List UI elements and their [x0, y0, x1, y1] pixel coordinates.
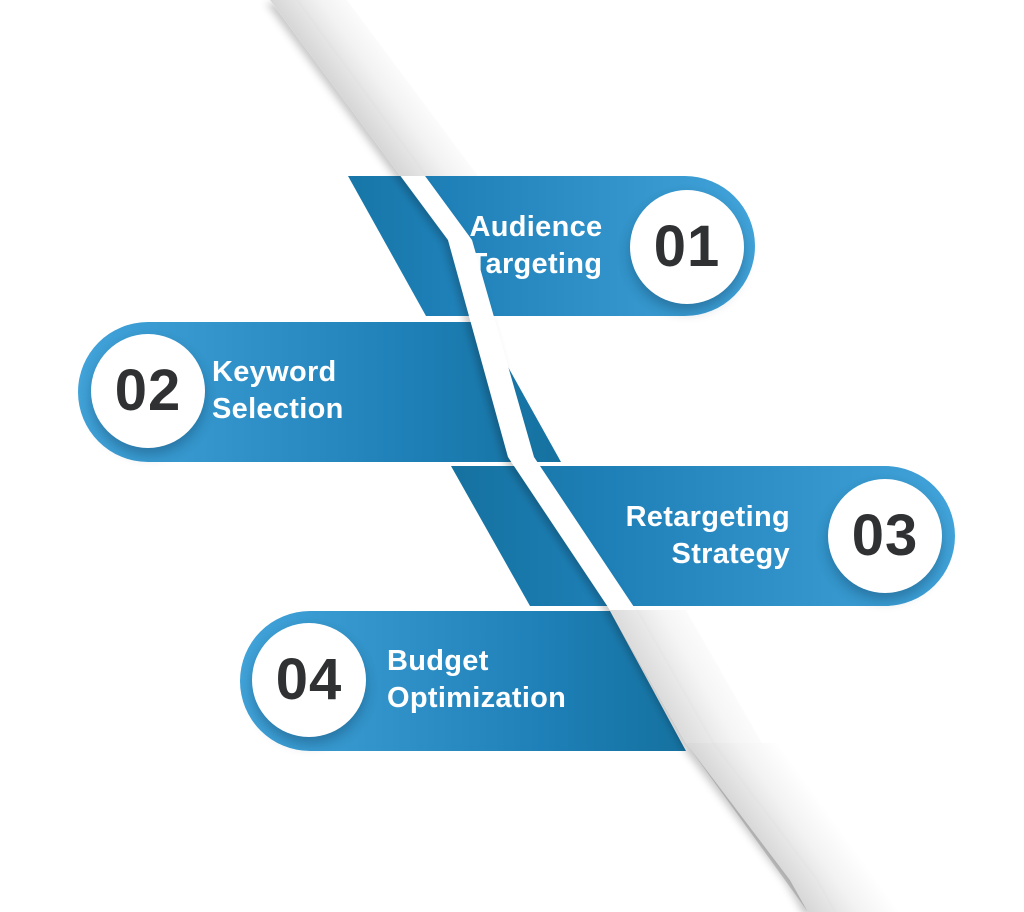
step-3-label: Retargeting Strategy — [490, 499, 790, 573]
step-3-label-line2: Strategy — [671, 538, 790, 570]
step-2-number-circle: 02 — [91, 334, 205, 448]
step-4-label-line1: Budget — [387, 645, 489, 677]
step-2-label-line2: Selection — [212, 393, 344, 425]
step-1-number-circle: 01 — [630, 190, 744, 304]
step-4-number-circle: 04 — [252, 623, 366, 737]
step-4-label: Budget Optimization — [387, 643, 717, 717]
step-2-number: 02 — [114, 358, 182, 423]
step-2-label: Keyword Selection — [212, 354, 532, 428]
step-2-label-line1: Keyword — [212, 356, 337, 388]
step-4-label-line2: Optimization — [387, 682, 567, 714]
slash-shadow-bottom — [686, 743, 900, 912]
step-1-number: 01 — [653, 214, 721, 279]
step-4-number: 04 — [275, 647, 343, 712]
step-3-number: 03 — [851, 503, 919, 568]
step-3-number-circle: 03 — [828, 479, 942, 593]
step-3-label-line1: Retargeting — [625, 501, 790, 533]
slash-shadow-top — [270, 0, 478, 176]
